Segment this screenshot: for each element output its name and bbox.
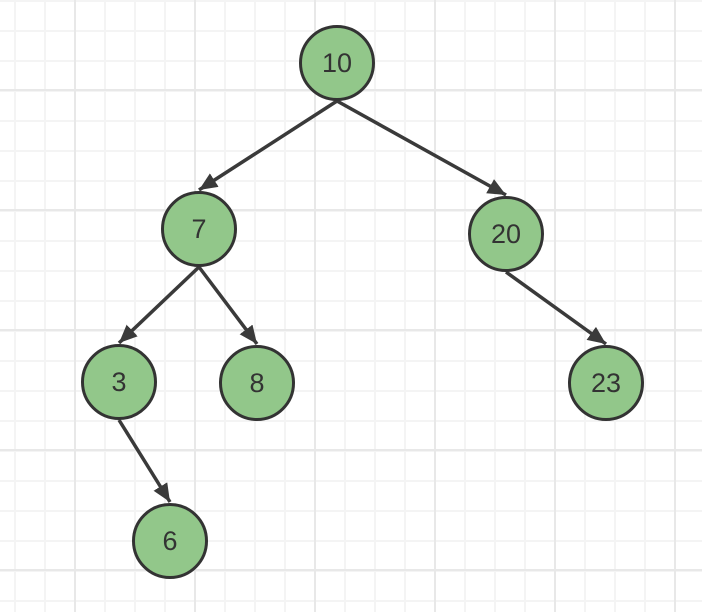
node-label: 6	[162, 525, 178, 556]
tree-node-3[interactable]: 3	[81, 344, 157, 420]
tree-node-10[interactable]: 10	[299, 25, 375, 101]
node-label: 10	[321, 47, 353, 78]
tree-node-7[interactable]: 7	[161, 191, 237, 267]
tree-node-6[interactable]: 6	[132, 503, 208, 579]
node-label: 23	[590, 367, 622, 398]
node-label: 8	[249, 367, 265, 398]
tree-node-8[interactable]: 8	[219, 345, 295, 421]
tree-edge-20-23[interactable]	[504, 270, 608, 346]
tree-edge-10-7[interactable]	[198, 99, 338, 192]
tree-edges	[117, 99, 608, 503]
tree-edge-7-8[interactable]	[197, 265, 259, 346]
tree-node-20[interactable]: 20	[468, 196, 544, 272]
tree-edge-7-3[interactable]	[117, 265, 201, 345]
tree-edge-3-6[interactable]	[117, 419, 172, 503]
node-label: 7	[191, 213, 207, 244]
tree-node-23[interactable]: 23	[568, 345, 644, 421]
node-label: 20	[490, 218, 522, 249]
node-label: 3	[111, 366, 127, 397]
tree-edge-10-20[interactable]	[336, 99, 507, 197]
